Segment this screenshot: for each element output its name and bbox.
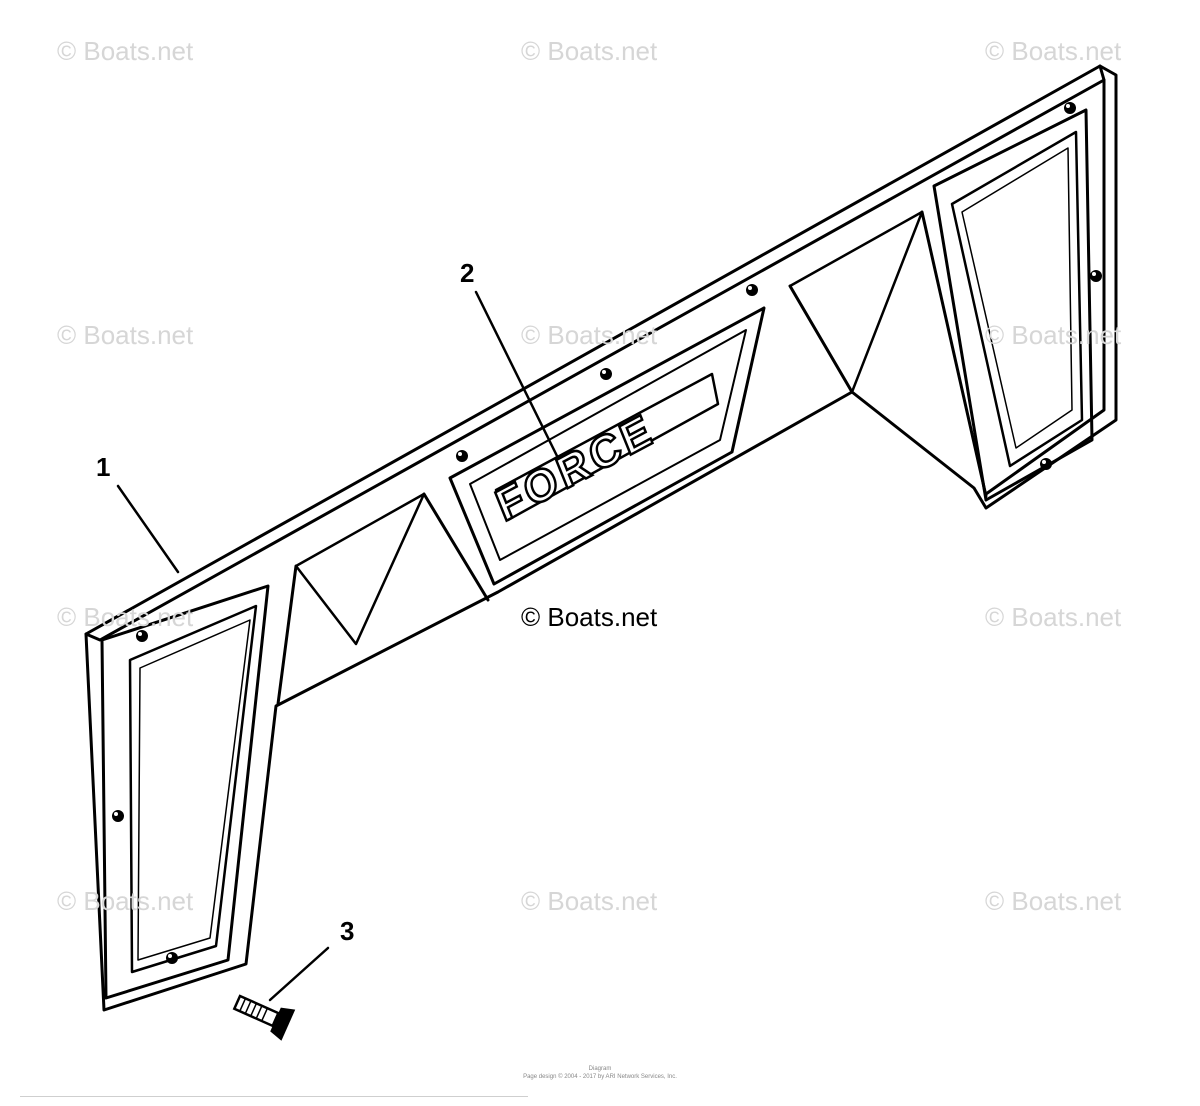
- center-watermark: © Boats.net: [521, 602, 658, 632]
- left-strut: [276, 564, 298, 706]
- callout-1: 1: [96, 452, 111, 482]
- watermark: © Boats.net: [521, 320, 658, 350]
- watermark: © Boats.net: [57, 320, 194, 350]
- callout-3: 3: [340, 916, 355, 946]
- emblem-text: FORCE: [489, 404, 661, 531]
- watermark: © Boats.net: [985, 886, 1122, 916]
- bottom-divider: [20, 1096, 528, 1097]
- panel-outline: [84, 64, 1118, 1012]
- watermark: © Boats.net: [985, 602, 1122, 632]
- callout-2: 2: [460, 258, 475, 288]
- watermark: © Boats.net: [57, 36, 194, 66]
- left-window-inner: [128, 604, 258, 974]
- emblem-recess: [448, 306, 766, 586]
- watermark: © Boats.net: [985, 36, 1122, 66]
- watermark: © Boats.net: [57, 886, 194, 916]
- right-window-outer: [932, 108, 1094, 502]
- leader-line-2: [474, 290, 560, 460]
- watermark: © Boats.net: [985, 320, 1122, 350]
- leader-line-1: [116, 484, 180, 574]
- panel-right-edge: [984, 78, 1106, 496]
- watermark: © Boats.net: [521, 886, 658, 916]
- right-window-inner: [950, 130, 1084, 468]
- watermark: © Boats.net: [57, 602, 194, 632]
- left-window-outer: [100, 584, 270, 1000]
- screw-part-3: [232, 994, 296, 1041]
- emblem-plate: [494, 372, 720, 522]
- watermark: © Boats.net: [521, 36, 658, 66]
- leader-line-3: [268, 946, 330, 1002]
- footer-copyright: Page design © 2004 - 2017 by ARI Network…: [523, 1074, 677, 1080]
- panel-top-edge: [84, 64, 1106, 642]
- footer-line-1: Diagram: [588, 1066, 612, 1072]
